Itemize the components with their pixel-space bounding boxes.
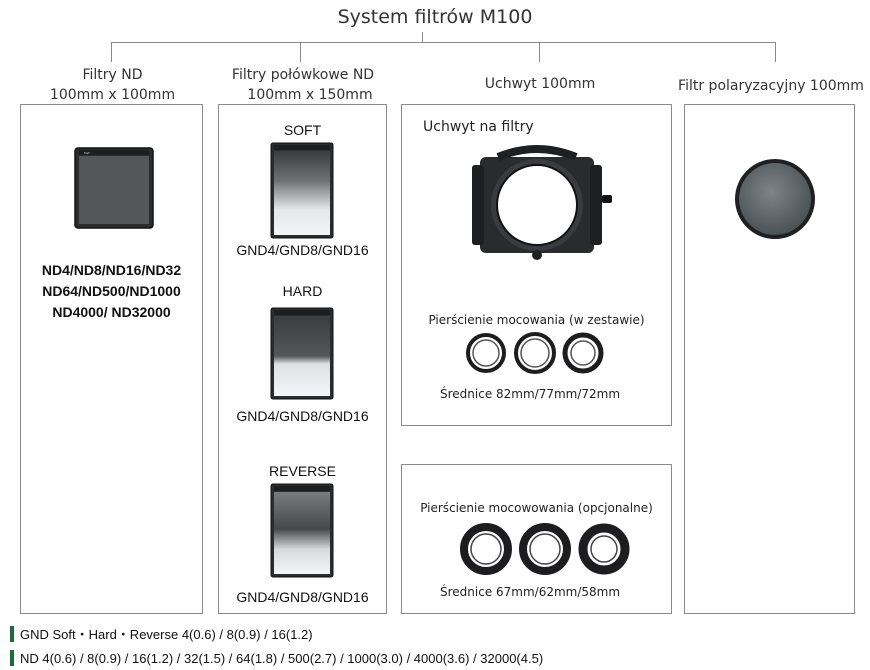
- tree-branch-polarizer: [775, 42, 776, 62]
- optional-rings-image: [460, 523, 630, 575]
- tree-branch-gnd: [300, 42, 301, 62]
- included-rings-image: [466, 332, 604, 374]
- filter-holder-image: [472, 145, 612, 260]
- holder-panel: Uchwyt na filtry Pierścienie mocowania (…: [401, 104, 672, 426]
- tree-horizontal: [111, 42, 775, 43]
- polarizer-column-header: Filtr polaryzacyjny 100mm: [672, 76, 870, 96]
- legend-gnd: GND Soft・Hard・Reverse 4(0.6) / 8(0.9) / …: [10, 624, 313, 643]
- polarizer-header-line1: Filtr polaryzacyjny 100mm: [678, 78, 864, 94]
- holder-title: Uchwyt na filtry: [423, 119, 534, 135]
- nd-header-line1: Filtry ND: [82, 67, 143, 83]
- nd-line-2: ND64/ND500/ND1000: [42, 283, 181, 299]
- nd-line-1: ND4/ND8/ND16/ND32: [41, 262, 182, 278]
- soft-label: GND4/GND8/GND16: [236, 242, 369, 258]
- reverse-title: REVERSE: [269, 463, 336, 479]
- svg-text:K&F: K&F: [84, 151, 90, 155]
- nd-line-3: ND4000/ ND32000: [52, 304, 171, 320]
- reverse-label: GND4/GND8/GND16: [236, 589, 369, 605]
- nd-filter-image: K&F: [74, 147, 154, 229]
- legend-nd: ND 4(0.6) / 8(0.9) / 16(1.2) / 32(1.5) /…: [10, 650, 543, 666]
- polarizer-filter-image: [735, 159, 815, 239]
- rings-optional-label: Pierścienie mocowowania (opcjonalne): [420, 501, 653, 515]
- polarizer-panel: [684, 104, 855, 614]
- holder-header-line1: Uchwyt 100mm: [484, 76, 596, 92]
- gnd-hard-filter-image: [270, 307, 334, 400]
- nd-filter-panel: K&F ND4/ND8/ND16/ND32 ND64/ND500/ND1000 …: [20, 104, 203, 614]
- diagram-title: System filtrów M100: [337, 6, 533, 28]
- tree-branch-nd: [111, 42, 112, 62]
- tree-trunk: [422, 32, 423, 42]
- soft-title: SOFT: [283, 122, 322, 138]
- hard-title: HARD: [282, 283, 323, 299]
- legend-marker: [10, 625, 14, 642]
- holder-column-header: Uchwyt 100mm: [450, 74, 630, 94]
- nd-variants-text: ND4/ND8/ND16/ND32 ND64/ND500/ND1000 ND40…: [21, 260, 202, 323]
- optional-rings-panel: Pierścienie mocowowania (opcjonalne) Śre…: [401, 464, 672, 614]
- gnd-header-line2: 100mm x 150mm: [247, 87, 373, 103]
- nd-header-line2: 100mm x 100mm: [49, 87, 176, 103]
- gnd-header-line1: Filtry połówkowe ND: [231, 67, 375, 83]
- gnd-filter-panel: SOFT GND4/GND8/GND16 HARD GN: [218, 104, 387, 614]
- legend-marker: [10, 650, 14, 666]
- gnd-reverse-filter-image: [270, 483, 334, 578]
- rings-included-label: Pierścienie mocowania (w zestawie): [428, 313, 645, 327]
- diameters-optional-label: Średnice 67mm/62mm/58mm: [440, 585, 621, 599]
- legend-gnd-text: GND Soft・Hard・Reverse 4(0.6) / 8(0.9) / …: [20, 627, 313, 642]
- diameters-included-label: Średnice 82mm/77mm/72mm: [440, 387, 621, 401]
- tree-branch-holder: [539, 42, 540, 62]
- gnd-column-header: Filtry połówkowe ND 100mm x 150mm: [213, 65, 393, 105]
- legend-nd-text: ND 4(0.6) / 8(0.9) / 16(1.2) / 32(1.5) /…: [20, 650, 544, 666]
- nd-column-header: Filtry ND 100mm x 100mm: [30, 65, 195, 105]
- hard-label: GND4/GND8/GND16: [236, 408, 369, 424]
- gnd-soft-filter-image: [270, 142, 334, 239]
